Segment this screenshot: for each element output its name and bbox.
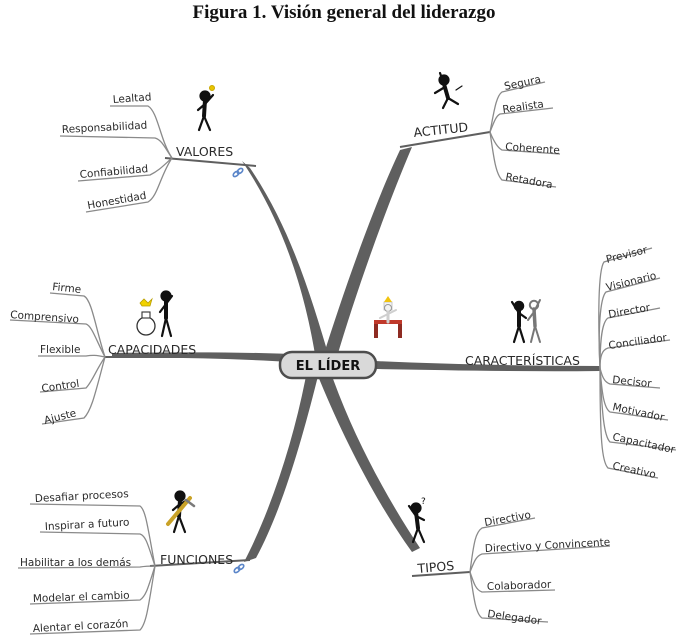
leaf-capacidades-2: Flexible	[40, 344, 80, 356]
branch-underlines	[105, 131, 600, 577]
leaf-caracteristicas-1: Visionario	[605, 270, 658, 294]
leaf-tipos-0: Directivo	[483, 509, 531, 529]
leaf-tipos-3: Delegador	[487, 608, 543, 628]
leaf-valores-2: Confiabilidad	[79, 163, 148, 181]
leaf-tipos-1: Directivo y Convincente	[485, 536, 611, 555]
link-icon	[233, 563, 245, 574]
center-node: EL LÍDER	[278, 350, 378, 380]
leaf-valores-0: Lealtad	[112, 91, 151, 106]
trunk-funciones	[244, 376, 318, 562]
leaf-capacidades-0: Firme	[52, 281, 82, 296]
leaf-caracteristicas-7: Creativo	[611, 460, 657, 481]
cheering-figure-icon	[433, 71, 463, 110]
leaf-caracteristicas-3: Conciliador	[608, 332, 669, 352]
leaf-actitud-2: Coherente	[505, 141, 560, 157]
leaf-actitud-0: Segura	[503, 73, 542, 92]
leaf-funciones-2: Habilitar a los demás	[20, 557, 131, 569]
trunk-tipos	[318, 376, 420, 552]
leaf-caracteristicas-6: Capacitador	[611, 431, 676, 456]
trunk-actitud	[322, 147, 412, 360]
valores-leaves: Lealtad Responsabilidad Confiabilidad Ho…	[62, 91, 152, 212]
figure-with-tools-icon	[166, 490, 196, 534]
tipos-leaves: Directivo Directivo y Convincente Colabo…	[483, 509, 610, 628]
thinking-figure-icon	[196, 85, 215, 132]
figure-at-barrier-icon	[374, 296, 402, 338]
leaf-capacidades-1: Comprensivo	[10, 309, 80, 326]
link-icon	[232, 167, 244, 178]
two-figures-icon	[510, 299, 541, 344]
funciones-leaves: Desafiar procesos Inspirar a futuro Habi…	[20, 488, 131, 635]
capacidades-leaves: Firme Comprensivo Flexible Control Ajust…	[10, 281, 82, 427]
svg-text:?: ?	[421, 497, 426, 507]
category-funciones: FUNCIONES	[160, 552, 233, 567]
puzzled-figure-icon: ?	[407, 497, 426, 544]
figure-with-lightbulb-icon	[136, 290, 174, 338]
actitud-leaves: Segura Realista Coherente Retadora	[502, 73, 560, 191]
center-label: EL LÍDER	[296, 358, 361, 374]
trunk-valores	[242, 161, 330, 360]
figure-title: Figura 1. Visión general del liderazgo	[192, 2, 496, 23]
leaf-funciones-0: Desafiar procesos	[35, 488, 129, 505]
leaf-caracteristicas-2: Director	[607, 302, 651, 321]
category-caracteristicas: CARACTERÍSTICAS	[465, 353, 580, 368]
leaf-actitud-1: Realista	[502, 98, 545, 116]
category-tipos: TIPOS	[416, 558, 455, 576]
leaf-valores-3: Honestidad	[86, 190, 147, 212]
category-valores: VALORES	[176, 144, 233, 159]
leaf-tipos-2: Colaborador	[487, 579, 552, 593]
leaf-connectors	[9, 81, 677, 635]
category-actitud: ACTITUD	[413, 119, 469, 140]
leaf-valores-1: Responsabilidad	[62, 120, 148, 136]
leaf-funciones-3: Modelar el cambio	[33, 590, 130, 605]
leaf-funciones-4: Alentar el corazón	[33, 618, 129, 635]
leaf-actitud-3: Retadora	[504, 171, 553, 191]
leaf-funciones-1: Inspirar a futuro	[45, 517, 130, 533]
leaf-capacidades-4: Ajuste	[43, 407, 78, 427]
caracteristicas-leaves: Previsor Visionario Director Conciliador…	[605, 244, 677, 481]
leaf-capacidades-3: Control	[41, 378, 80, 395]
leaf-caracteristicas-4: Decisor	[612, 374, 653, 390]
leaf-caracteristicas-0: Previsor	[605, 244, 649, 266]
category-capacidades: CAPACIDADES	[108, 342, 196, 357]
leaf-caracteristicas-5: Motivador	[611, 401, 666, 424]
